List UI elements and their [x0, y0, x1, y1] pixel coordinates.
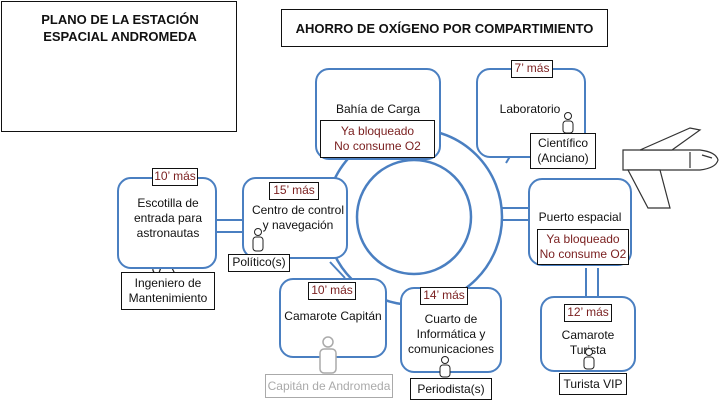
cargo-room-name: Bahía de Carga [335, 102, 421, 116]
cargo-status-line2: No consume O2 [334, 139, 421, 153]
person-icon [437, 356, 453, 378]
hatch-person-label: Ingeniero de Mantenimiento [121, 272, 215, 310]
room-hatch[interactable] [117, 177, 217, 269]
diagram-title-box: AHORRO DE OXÍGENO POR COMPARTIMIENTO [281, 9, 608, 47]
plan-title-box: PLANO DE LA ESTACIÓN ESPACIAL ANDROMEDA [1, 1, 237, 132]
tourist-person-label: Turista VIP [559, 373, 627, 395]
it-person-label: Periodista(s) [410, 378, 492, 400]
hatch-time-badge: 10’ más [152, 168, 198, 186]
port-status-line2: No consume O2 [539, 247, 627, 261]
plan-title: PLANO DE LA ESTACIÓN ESPACIAL ANDROMEDA [41, 12, 199, 44]
lab-person-label: Científico (Anciano) [530, 133, 596, 169]
captain-person-label: Capitán de Andromeda [265, 374, 393, 398]
person-icon [250, 228, 266, 252]
control-person-label: Político(s) [228, 254, 290, 272]
control-time-badge: 15’ más [269, 182, 319, 200]
port-status: Ya bloqueado No consume O2 [537, 229, 629, 265]
lab-room-name: Laboratorio [499, 102, 561, 116]
cargo-status: Ya bloqueado No consume O2 [320, 120, 435, 158]
port-status-line1: Ya bloqueado [546, 232, 620, 246]
captain-time-badge: 10’ más [308, 282, 356, 300]
person-icon [317, 336, 339, 374]
captain-room-name: Camarote Capitán [284, 309, 382, 323]
it-time-badge: 14’ más [420, 287, 468, 305]
tourist-time-badge: 12’ más [564, 304, 612, 322]
person-icon [581, 348, 597, 370]
cargo-status-line1: Ya bloqueado [340, 124, 415, 138]
port-room-name: Puerto espacial [538, 210, 622, 224]
hatch-room-name: Escotilla de entrada para astronautas [133, 196, 203, 240]
person-icon [560, 112, 576, 134]
lab-time-badge: 7’ más [511, 60, 553, 78]
diagram-title: AHORRO DE OXÍGENO POR COMPARTIMIENTO [295, 21, 594, 36]
space-shuttle-icon [622, 127, 719, 209]
it-room-name: Cuarto de Informática y comunicaciones [407, 312, 495, 356]
control-room-name: Centro de control y navegación [251, 203, 345, 232]
